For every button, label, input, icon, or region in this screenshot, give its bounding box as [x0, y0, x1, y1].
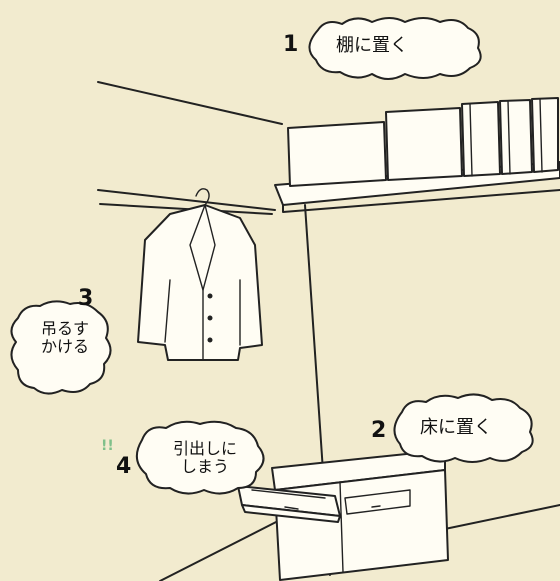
shelf-boxes	[287, 97, 559, 187]
label-number-4: 4	[116, 454, 132, 479]
jacket-icon	[137, 188, 263, 361]
caption-drawer-line-1: 引出しに	[172, 439, 237, 458]
label-number-2: 2	[371, 418, 387, 443]
bubble-drawer	[135, 420, 265, 495]
caption-hang: 吊るす かける	[30, 319, 100, 357]
room-walls	[97, 81, 560, 581]
bubble-floor	[393, 393, 534, 463]
caption-hang-line-1: 吊るす	[40, 319, 89, 338]
label-number-1: 1	[283, 32, 299, 57]
caption-hang-line-2: かける	[40, 337, 89, 357]
open-drawer	[237, 485, 341, 523]
bubble-hang	[10, 300, 112, 395]
label-number-3: 3	[78, 286, 94, 311]
caption-shelf: 棚に置く	[336, 35, 408, 56]
green-mark: !!	[101, 438, 114, 454]
caption-drawer-line-2: しまう	[180, 457, 229, 477]
caption-drawer: 引出しに しまう	[160, 439, 250, 477]
caption-floor: 床に置く	[420, 417, 492, 438]
bubble-shelf	[308, 17, 482, 80]
